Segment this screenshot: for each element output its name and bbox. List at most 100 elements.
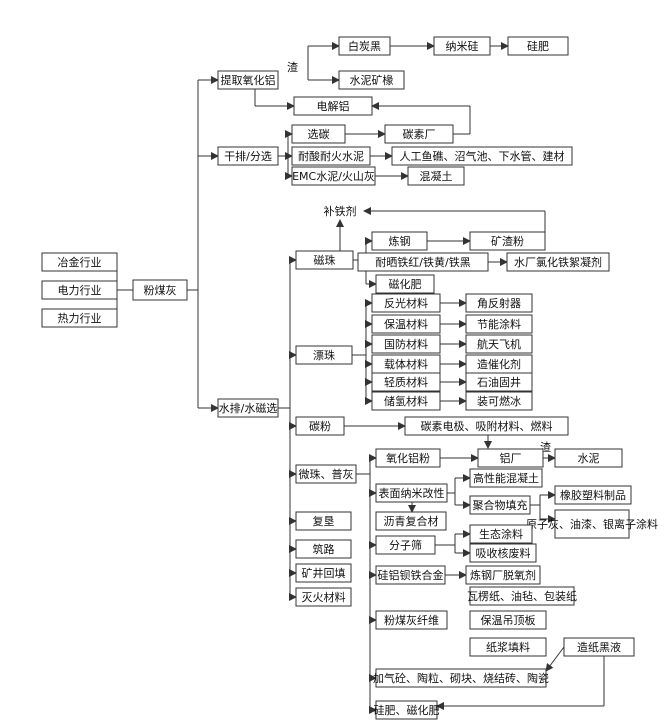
node-iron-pigments: 耐晒铁红/铁黄/铁黑 <box>357 252 489 272</box>
node-label: 碳粉 <box>309 419 331 433</box>
node-steelmaking: 炼钢 <box>371 231 428 251</box>
node-label: 磁珠 <box>314 253 336 267</box>
node-label: 碳素厂 <box>403 127 436 141</box>
node-label: 提取氧化铝 <box>221 73 276 87</box>
node-carbon-sort: 选碳 <box>291 124 346 144</box>
node-label: 纸浆填料 <box>486 640 530 654</box>
connectors <box>116 42 605 714</box>
node-label: 分子筛 <box>389 538 422 552</box>
node-polymer-filler: 聚合物填充 <box>469 495 531 515</box>
node-road-building: 筑路 <box>295 539 352 559</box>
node-ferric-chloride-flocculant: 水厂氯化铁絮凝剂 <box>506 252 610 272</box>
node-label: 微珠、普灰 <box>299 467 354 481</box>
node-label: 加气砼、陶粒、砌块、烧结砖、陶瓷 <box>373 671 549 685</box>
node-acid-resistant-cement: 耐酸耐火水泥 <box>291 146 371 166</box>
iron-supplement-label: 补铁剂 <box>324 204 357 218</box>
node-label: 造催化剂 <box>477 357 521 371</box>
node-mine-backfill: 矿井回填 <box>295 563 352 583</box>
node-label: 粉煤灰纤维 <box>384 613 439 627</box>
node-label: 石油固井 <box>477 375 521 389</box>
node-asphalt-composite: 沥青复合材 <box>375 511 447 531</box>
node-label: 耐酸耐火水泥 <box>298 149 364 163</box>
node-label: 反光材料 <box>384 296 428 310</box>
node-label: 碳素电极、吸附材料、燃料 <box>421 419 553 433</box>
node-cement-clinker: 水泥矿椽 <box>338 70 405 90</box>
node-high-performance-concrete: 高性能混凝土 <box>469 468 543 488</box>
node-label: 硅肥 <box>527 40 549 53</box>
node-label: 混凝土 <box>420 169 453 183</box>
node-label: 冶金行业 <box>58 255 102 269</box>
node-fly-ash: 粉煤灰 <box>132 279 188 301</box>
node-label: 轻质材料 <box>384 375 428 389</box>
node-oil-well-cementing: 石油固井 <box>465 372 533 392</box>
node-label: 纳米硅 <box>446 40 479 53</box>
node-label: 磁化肥 <box>389 277 422 291</box>
node-fly-ash-fiber: 粉煤灰纤维 <box>375 610 448 630</box>
node-silicon-magnetic-fertilizer: 硅肥、磁化肥 <box>374 700 440 720</box>
node-label: 干排/分选 <box>224 149 272 163</box>
node-label: 水厂氯化铁絮凝剂 <box>514 255 602 269</box>
node-label: EMC水泥/火山灰 <box>292 169 375 183</box>
node-reflective-material: 反光材料 <box>371 293 441 313</box>
node-industry-power: 电力行业 <box>41 280 118 300</box>
node-land-reclamation: 复垦 <box>295 511 352 531</box>
node-label: 选碳 <box>308 127 330 141</box>
node-label: 水排/水磁选 <box>219 401 278 415</box>
node-coatings: 原子灰、油漆、银离子涂料 <box>526 509 658 539</box>
node-steel-deoxidizer: 炼钢厂脱氧剂 <box>465 565 541 585</box>
node-molecular-sieve: 分子筛 <box>375 535 436 555</box>
node-pulp-filler: 纸浆填料 <box>469 637 547 657</box>
node-catalyst: 造催化剂 <box>465 354 533 374</box>
node-magnetic-fertilizer: 磁化肥 <box>375 274 435 294</box>
node-label: 节能涂料 <box>477 317 521 331</box>
node-combustible-ice: 装可燃冰 <box>465 391 533 411</box>
node-hydrogen-storage: 储氢材料 <box>371 391 441 411</box>
node-eco-coating: 生态涂料 <box>469 524 533 544</box>
node-rubber-plastic-products: 橡胶塑料制品 <box>554 485 632 505</box>
node-label: 水泥矿椽 <box>350 74 394 87</box>
node-space-shuttle: 航天飞机 <box>465 334 533 354</box>
node-industry-heat: 热力行业 <box>41 308 118 328</box>
node-lightweight-material: 轻质材料 <box>371 372 441 392</box>
node-label: 储氢材料 <box>384 394 428 408</box>
node-label: 聚合物填充 <box>473 498 528 512</box>
slag-note-extract: 渣 <box>287 60 298 74</box>
node-label: 造纸黑液 <box>577 640 621 654</box>
node-slag-powder: 矿渣粉 <box>469 231 546 251</box>
node-building-materials: 加气砼、陶粒、砌块、烧结砖、陶瓷 <box>373 668 549 688</box>
node-label: 吸收核废料 <box>476 546 531 560</box>
node-extract-alumina: 提取氧化铝 <box>217 70 279 90</box>
node-label: 复垦 <box>313 514 335 528</box>
node-label: 角反射器 <box>477 296 521 310</box>
node-label: 热力行业 <box>58 312 102 325</box>
node-nano-silicon: 纳米硅 <box>433 36 491 56</box>
node-white-carbon-black: 白炭黑 <box>338 36 391 56</box>
node-label: 氧化铝粉 <box>386 451 430 465</box>
node-nuclear-waste-absorption: 吸收核废料 <box>469 543 537 563</box>
node-label: 硅铝钡铁合金 <box>378 568 444 582</box>
node-silicon-fertilizer-top: 硅肥 <box>507 36 569 56</box>
node-label: 沥青复合材 <box>384 514 439 528</box>
node-corner-reflector: 角反射器 <box>465 293 533 313</box>
node-label: 原子灰、油漆、银离子涂料 <box>526 517 658 531</box>
node-cement: 水泥 <box>554 448 623 468</box>
node-magnetic-beads: 磁珠 <box>295 250 354 270</box>
node-electrolytic-aluminum: 电解铝 <box>293 96 373 116</box>
node-label: 航天飞机 <box>477 337 521 351</box>
node-label: 铝厂 <box>500 451 522 465</box>
node-label: 漂珠 <box>313 348 335 362</box>
node-label: 装可燃冰 <box>477 394 521 408</box>
node-label: 保温吊顶板 <box>481 613 536 627</box>
node-label: 表面纳米改性 <box>379 486 445 500</box>
node-alumina-powder: 氧化铝粉 <box>375 448 441 468</box>
node-label: 筑路 <box>313 542 335 556</box>
node-concrete: 混凝土 <box>407 166 465 186</box>
node-label: 电解铝 <box>317 99 350 113</box>
node-floating-beads: 漂珠 <box>295 345 353 365</box>
node-emc-cement: EMC水泥/火山灰 <box>291 166 376 186</box>
node-label: 瓦楞纸、油毡、包装纸 <box>467 589 577 603</box>
node-label: 保温材料 <box>384 317 428 331</box>
node-label: 硅肥、磁化肥 <box>374 703 440 717</box>
slag-note-aluminum-plant: 渣 <box>540 440 551 454</box>
